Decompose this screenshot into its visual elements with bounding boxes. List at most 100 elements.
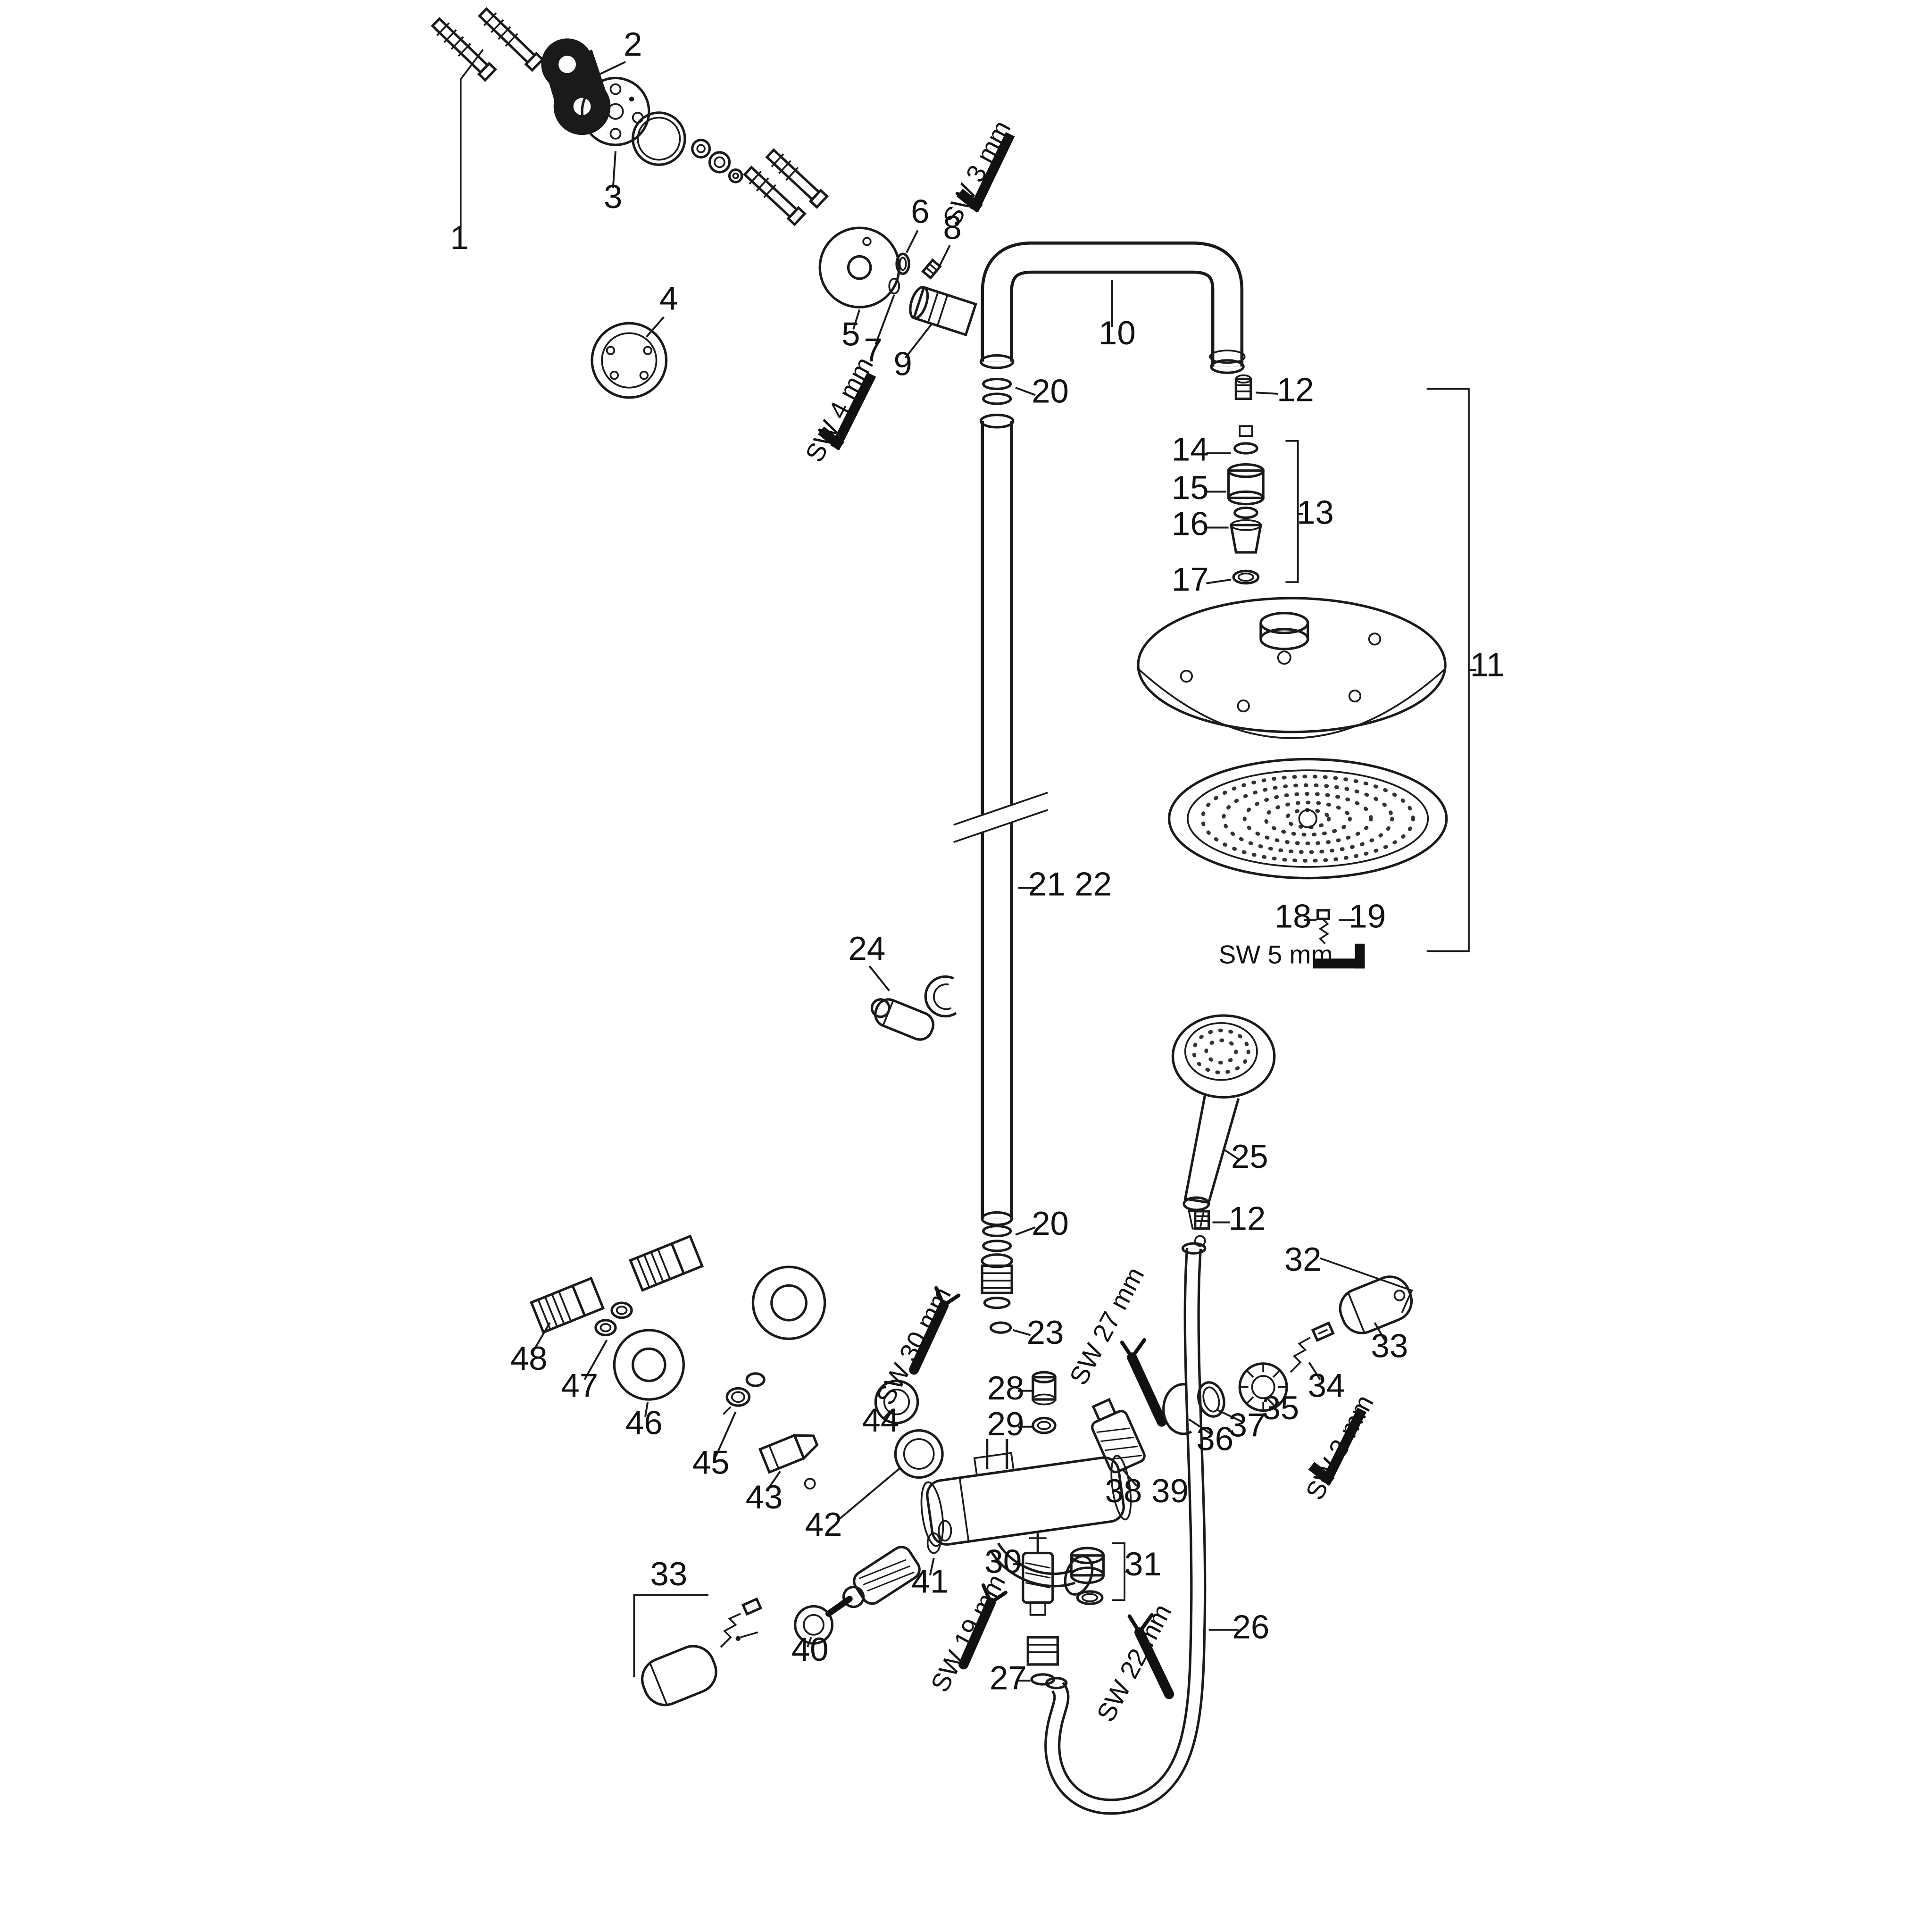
- leader-line: [1308, 1362, 1321, 1381]
- tool-size-label: SW 3 mm: [937, 116, 1016, 230]
- leader-line: [599, 61, 626, 75]
- wall-mount-screws: [431, 7, 544, 82]
- part-label-4: 4: [659, 280, 678, 317]
- mounting-bracket: [541, 38, 611, 135]
- part-label-29: 29: [987, 1406, 1024, 1443]
- part-label-38-39: 38 39: [1105, 1473, 1189, 1510]
- part-label-5: 5: [841, 316, 860, 353]
- overhead-shower-body: [1137, 597, 1447, 739]
- part-label-7: 7: [864, 332, 882, 369]
- part-label-44: 44: [862, 1402, 899, 1439]
- hose-coupling-27: [1026, 1636, 1059, 1686]
- part-label-24: 24: [849, 930, 886, 967]
- set-screw-hand-shower: [1194, 1210, 1210, 1247]
- leader-line: [1267, 1399, 1276, 1408]
- part-label-48: 48: [510, 1340, 548, 1377]
- part-label-20: 20: [1032, 373, 1069, 410]
- inlet-nipple-2: [629, 1234, 704, 1292]
- leader-line: [807, 1637, 812, 1648]
- leader-line: [1013, 1329, 1031, 1336]
- bracket-part-1: [459, 49, 484, 228]
- allen-key-3mm-icon: [956, 132, 1015, 213]
- leader-line: [644, 1401, 649, 1417]
- inlet-gaskets-47: [594, 1301, 633, 1337]
- part-label-9: 9: [893, 346, 912, 383]
- part-label-30: 30: [984, 1543, 1022, 1581]
- part-label-6: 6: [911, 193, 929, 231]
- leader-line: [868, 965, 890, 991]
- o-ring-seal: [632, 111, 686, 166]
- part-label-8: 8: [943, 209, 961, 247]
- wrench-30mm-icon: [909, 1286, 961, 1375]
- leader-line: [1256, 391, 1278, 395]
- diverter-cartridge-41: [842, 1520, 952, 1608]
- shower-hose: [1044, 1242, 1207, 1815]
- union-nut-44: [874, 1379, 919, 1424]
- wrench-27mm-icon: [1120, 1338, 1167, 1427]
- part-label-10: 10: [1099, 315, 1136, 352]
- wall-escutcheon: [818, 226, 900, 308]
- leader-line: [1206, 578, 1232, 584]
- set-screw-top: [1234, 374, 1252, 400]
- leader-line: [939, 244, 951, 266]
- part-label-1: 1: [450, 219, 468, 257]
- part-label-45: 45: [692, 1444, 730, 1482]
- leader-line: [906, 230, 919, 253]
- part-label-26: 26: [1232, 1609, 1269, 1646]
- part-label-2: 2: [624, 26, 642, 63]
- o-rings-bottom: [981, 1224, 1013, 1334]
- leader-line: [1188, 1418, 1212, 1435]
- leader-line: [1121, 1468, 1138, 1487]
- leader-line: [1216, 1408, 1243, 1423]
- escutcheons-46: [613, 1266, 826, 1401]
- leader-line: [612, 151, 616, 189]
- leader-line: [1223, 1148, 1239, 1160]
- leader-line: [1374, 1322, 1386, 1341]
- adapter-40: [735, 1596, 853, 1645]
- part-label-40: 40: [791, 1631, 829, 1668]
- retaining-rings: [1162, 1381, 1225, 1435]
- leader-line: [852, 309, 861, 330]
- part-label-27: 27: [990, 1659, 1027, 1697]
- part-label-33: 33: [650, 1556, 687, 1593]
- part-label-3: 3: [604, 178, 622, 216]
- bracket-part-33-left: [633, 1594, 708, 1677]
- escutcheon-backplate: [591, 322, 668, 399]
- leader-line: [646, 316, 665, 338]
- part-label-14: 14: [1172, 431, 1209, 468]
- bracket-part-32: [1320, 1257, 1413, 1313]
- leader-line: [715, 1411, 737, 1457]
- part-label-18: 18: [1274, 898, 1312, 935]
- coupling-parts-28-29: [1032, 1371, 1057, 1434]
- small-washers: [691, 139, 743, 183]
- wrench-22mm-icon: [1127, 1613, 1174, 1699]
- bracket-part-13: [1285, 440, 1303, 583]
- part-label-46: 46: [625, 1404, 663, 1441]
- o-rings-top: [982, 377, 1012, 405]
- part-label-20: 20: [1032, 1205, 1069, 1242]
- part-label-25: 25: [1231, 1138, 1268, 1175]
- leader-line: [583, 1339, 608, 1380]
- union-nut-42: [894, 1429, 944, 1479]
- tool-size-label: SW 22 mm: [1091, 1599, 1177, 1726]
- leader-line: [874, 294, 895, 345]
- part-label-28: 28: [987, 1370, 1024, 1407]
- cartridge-30: [1022, 1533, 1054, 1616]
- tool-size-label: SW 3 mm: [1300, 1390, 1379, 1505]
- wrench-19mm-icon: [958, 1583, 1008, 1670]
- part-label-16: 16: [1172, 505, 1209, 542]
- leader-line: [836, 1468, 900, 1522]
- part-label-15: 15: [1172, 469, 1209, 507]
- allen-key-5mm-icon: [1313, 943, 1365, 969]
- thermostat-cartridge: [1091, 1398, 1146, 1474]
- part-label-32: 32: [1284, 1241, 1322, 1278]
- part-label-34: 34: [1308, 1367, 1345, 1405]
- leader-line: [532, 1322, 551, 1353]
- thermostat-body: [920, 1439, 1132, 1547]
- hand-shower-holder: [870, 975, 957, 1041]
- leader-line: [1015, 386, 1036, 396]
- part-label-35: 35: [1262, 1390, 1299, 1427]
- allen-key-4mm-icon: [817, 372, 876, 450]
- fixing-screws: [743, 148, 829, 226]
